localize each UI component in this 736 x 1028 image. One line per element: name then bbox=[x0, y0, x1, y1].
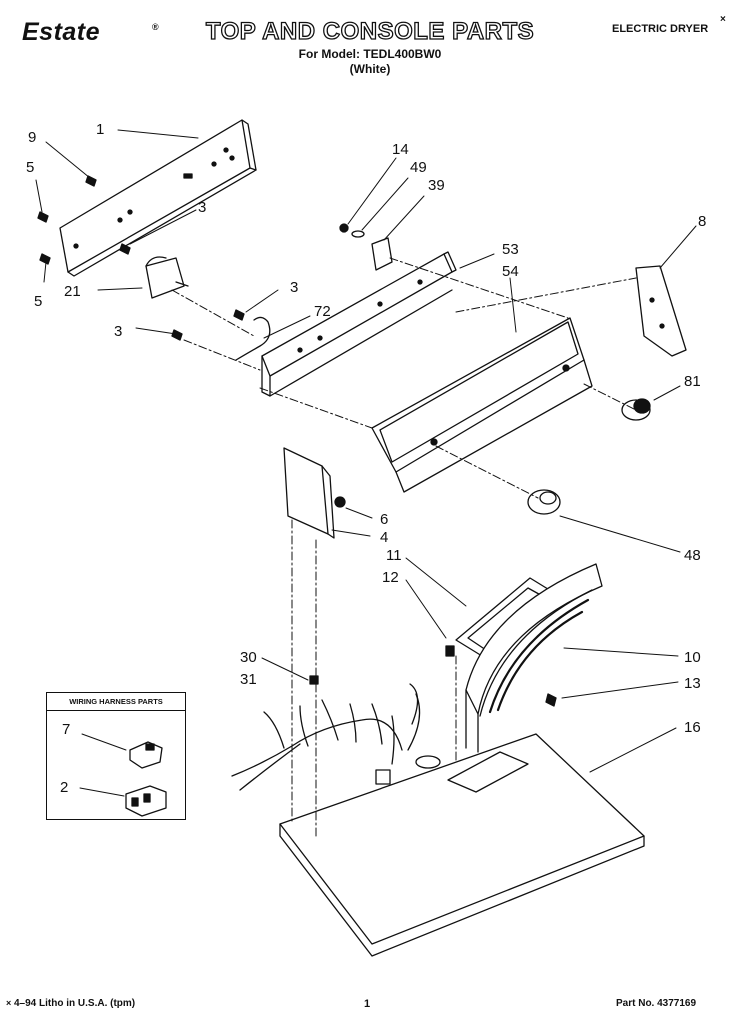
callout-5a: 5 bbox=[26, 159, 34, 176]
callout-9: 9 bbox=[28, 129, 36, 146]
assembly-guide-lines bbox=[171, 257, 637, 837]
wiring-harness bbox=[231, 675, 421, 791]
switch-bracket bbox=[339, 223, 393, 271]
screw-parts bbox=[37, 175, 245, 341]
callout-54: 54 bbox=[502, 263, 519, 280]
callout-12: 12 bbox=[382, 569, 399, 586]
footer-mark: × bbox=[6, 998, 12, 1008]
color-line: (White) bbox=[349, 62, 391, 76]
brand-logo: Estate bbox=[22, 18, 101, 46]
callout-39: 39 bbox=[428, 177, 445, 194]
callout-8: 8 bbox=[698, 213, 706, 230]
legend-callout-2: 2 bbox=[60, 779, 68, 796]
callout-13: 13 bbox=[684, 675, 701, 692]
harness-terminal-block-icon bbox=[125, 785, 167, 817]
console-panel bbox=[371, 317, 593, 493]
document-type: ELECTRIC DRYER bbox=[612, 23, 709, 35]
legend-callout-7: 7 bbox=[62, 721, 70, 738]
console-rail bbox=[261, 251, 457, 397]
callout-1: 1 bbox=[96, 121, 104, 138]
callout-labels: 9 1 5 3 5 21 3 3 72 14 49 39 53 54 8 81 … bbox=[26, 121, 706, 796]
brand-registered-mark: ® bbox=[152, 22, 159, 32]
callout-3b: 3 bbox=[290, 279, 298, 296]
callout-leaders bbox=[35, 129, 697, 797]
callout-4: 4 bbox=[380, 529, 388, 546]
callout-21: 21 bbox=[64, 283, 81, 300]
callout-16: 16 bbox=[684, 719, 701, 736]
callout-48: 48 bbox=[684, 547, 701, 564]
hood-screw bbox=[545, 693, 557, 707]
callout-81: 81 bbox=[684, 373, 701, 390]
timer-switch bbox=[145, 256, 189, 299]
callout-3c: 3 bbox=[114, 323, 122, 340]
console-end-cap bbox=[635, 265, 687, 357]
callout-49: 49 bbox=[410, 159, 427, 176]
callout-10: 10 bbox=[684, 649, 701, 666]
page-number: 1 bbox=[364, 998, 371, 1010]
wire-lead bbox=[235, 316, 271, 361]
callout-11: 11 bbox=[386, 547, 402, 564]
callout-53: 53 bbox=[502, 241, 519, 258]
rear-bracket-panel bbox=[59, 119, 257, 277]
page-title: TOP AND CONSOLE PARTS bbox=[205, 17, 535, 45]
callout-14: 14 bbox=[392, 141, 409, 158]
callout-31: 31 bbox=[240, 671, 257, 688]
callout-30: 30 bbox=[240, 649, 257, 666]
side-bracket bbox=[283, 447, 346, 539]
model-line: For Model: TEDL400BW0 bbox=[298, 47, 442, 61]
wiring-harness-legend: WIRING HARNESS PARTS bbox=[46, 692, 186, 820]
part-number: Part No. 4377169 bbox=[616, 998, 697, 1009]
exhaust-hood bbox=[465, 563, 603, 753]
document-type-mark: × bbox=[720, 14, 726, 25]
filter-clip bbox=[445, 645, 455, 657]
callout-5b: 5 bbox=[34, 293, 42, 310]
knob bbox=[621, 398, 651, 421]
callout-3a: 3 bbox=[198, 199, 206, 216]
top-panel bbox=[279, 733, 645, 957]
legend-title: WIRING HARNESS PARTS bbox=[47, 693, 185, 711]
footer-litho: 4–94 Litho in U.S.A. (tpm) bbox=[14, 998, 136, 1009]
callout-72: 72 bbox=[314, 303, 331, 320]
callout-6: 6 bbox=[380, 511, 388, 528]
harness-connector-icon bbox=[129, 741, 163, 769]
dial-knob bbox=[527, 489, 561, 515]
